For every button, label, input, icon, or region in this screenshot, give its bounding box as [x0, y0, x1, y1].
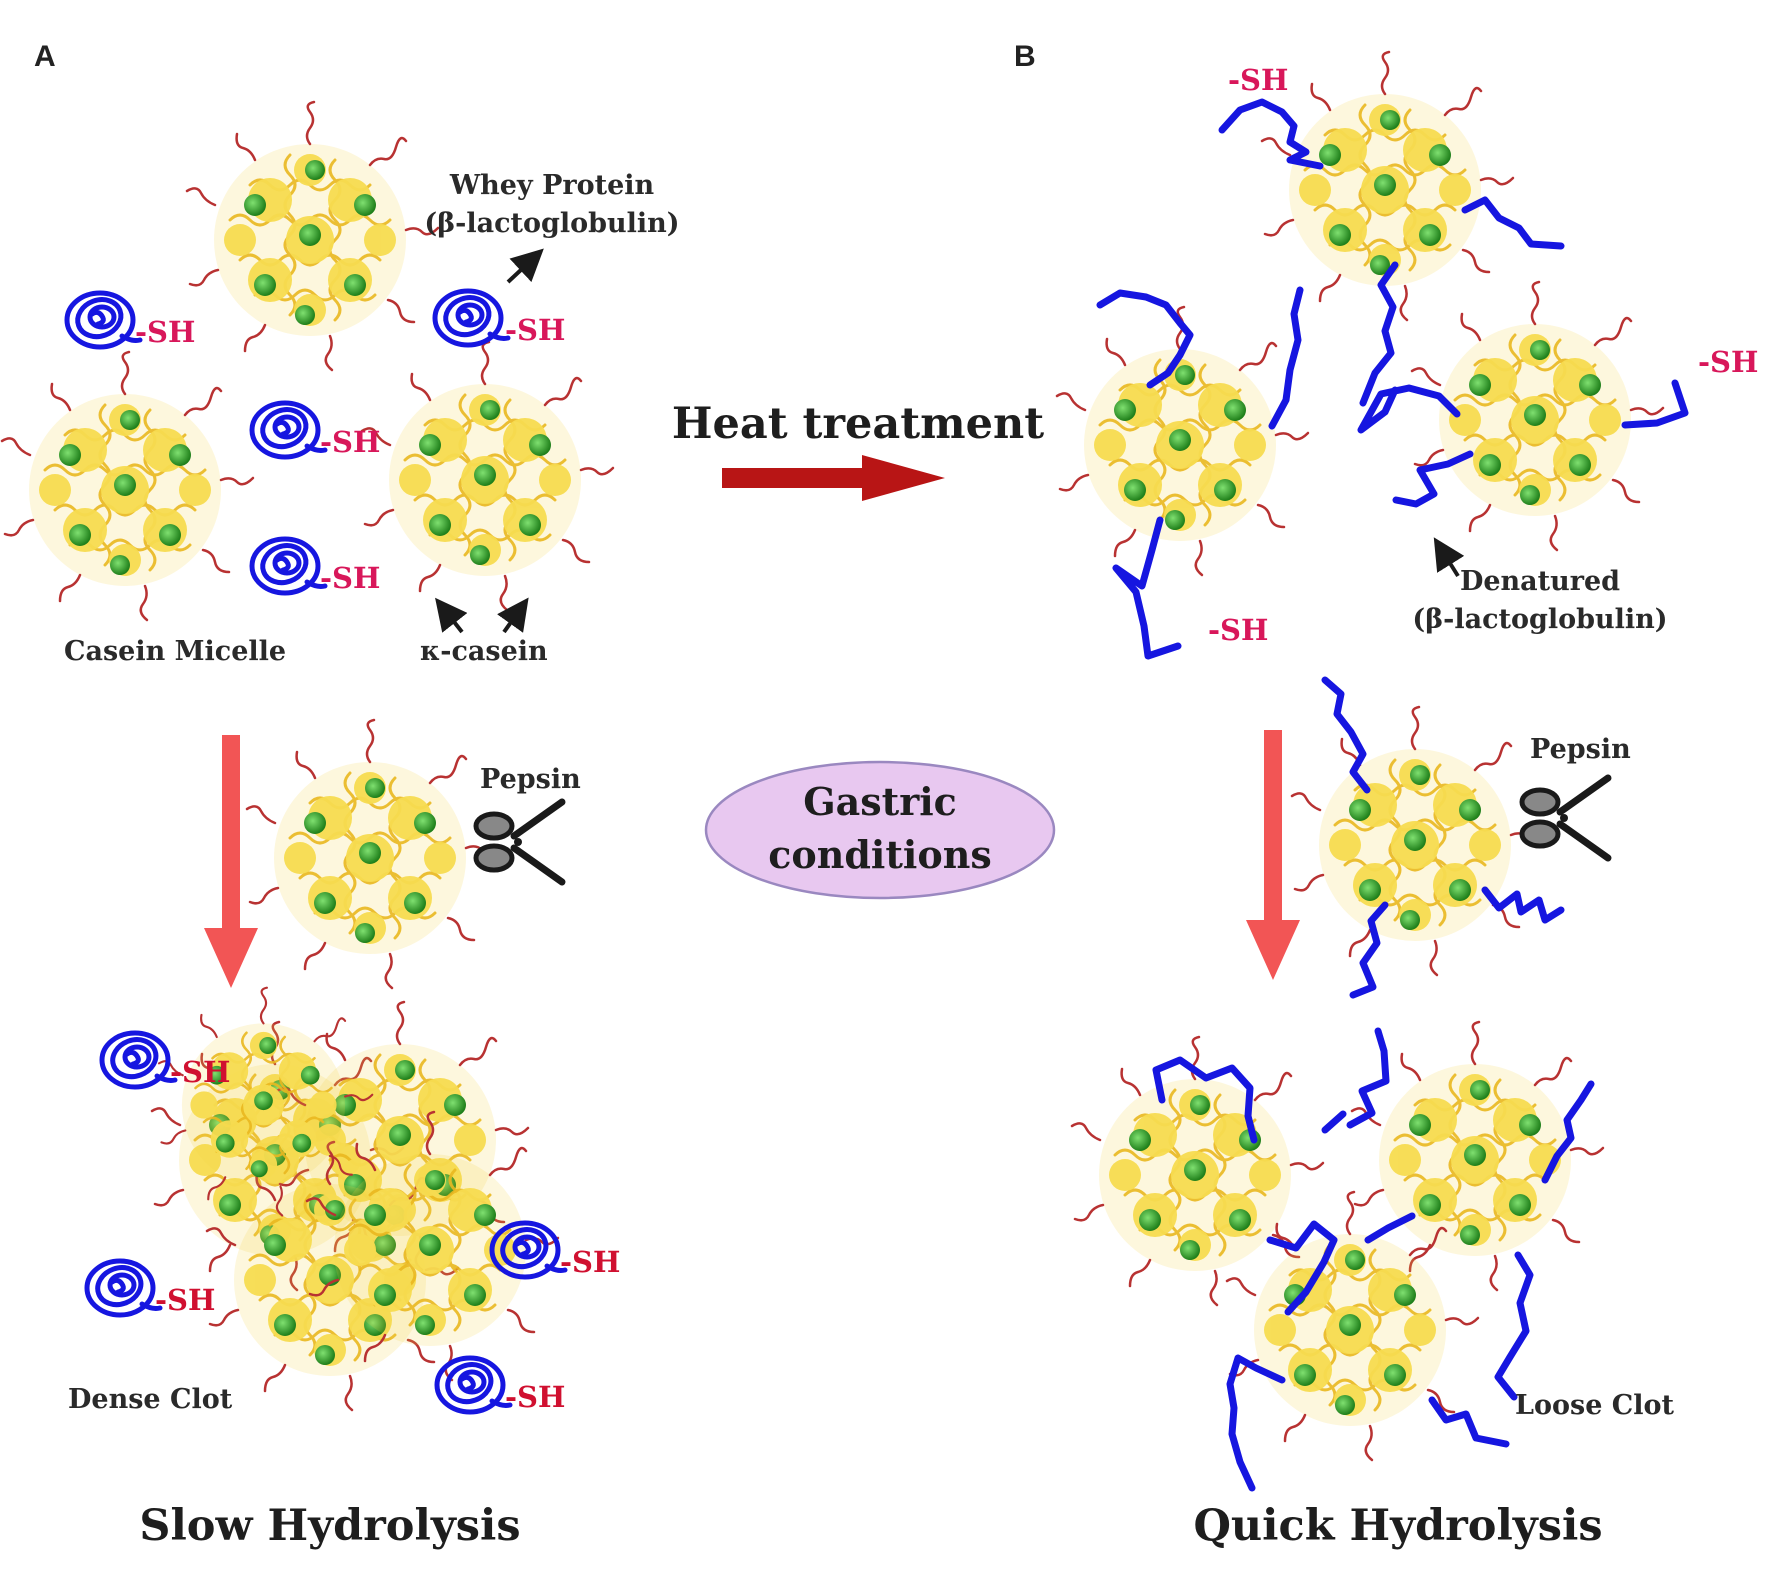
coiled-protein-icon [252, 403, 325, 457]
gastric-arrow-b [1246, 730, 1300, 980]
panel-label-a: A [34, 40, 56, 73]
coiled-protein-icon [67, 293, 140, 347]
heat-treatment-label: Heat treatment [672, 399, 1044, 449]
denatured-strand-icon [1152, 1027, 1595, 1492]
dense-clot-label: Dense Clot [68, 1384, 233, 1415]
coiled-protein-icon [252, 539, 325, 593]
coiled-protein-icon [102, 1033, 175, 1087]
casein-micelle-label: Casein Micelle [64, 636, 286, 667]
pepsin-label: Pepsin [480, 764, 581, 795]
gastric-label-line2: conditions [768, 832, 991, 877]
sh-label: -SH [1208, 613, 1268, 647]
heat-treatment-arrow [722, 455, 945, 501]
sh-label: -SH [505, 313, 565, 347]
sh-label: -SH [560, 1245, 620, 1279]
sh-label: -SH [505, 1380, 565, 1414]
casein-micelle-icon [1410, 280, 1665, 552]
whey-protein-label: Whey Protein [449, 170, 655, 201]
sh-label: -SH [135, 315, 195, 349]
dense-clot [150, 986, 560, 1412]
loose-clot-label: Loose Clot [1515, 1390, 1675, 1421]
casein-micelle-icon [185, 100, 440, 372]
panel-label-b: B [1014, 40, 1036, 73]
denatured-strand-icon [1321, 676, 1565, 999]
denatured-strand-icon [1096, 98, 1689, 660]
sh-label: -SH [1228, 63, 1288, 97]
sh-label: -SH [320, 561, 380, 595]
coiled-protein-icon [87, 1261, 160, 1315]
casein-micelle-icon [1290, 705, 1545, 977]
casein-micelle-icon [360, 340, 615, 612]
sh-label: -SH [1698, 345, 1758, 379]
casein-micelle-icon [245, 718, 500, 990]
pointer-arrow [1433, 537, 1465, 578]
casein-micelle-icon [0, 350, 255, 622]
coiled-protein-icon [435, 291, 508, 345]
pointer-arrow [435, 597, 468, 634]
sh-label: -SH [155, 1283, 215, 1317]
denatured-sublabel: (β-lactoglobulin) [1412, 604, 1667, 635]
gastric-label: Gastric [803, 779, 957, 824]
pointer-arrow [497, 597, 529, 634]
quick-hydrolysis-label: Quick Hydrolysis [1193, 1501, 1602, 1551]
sh-label: -SH [320, 425, 380, 459]
scissors-icon [1522, 778, 1608, 858]
pointer-arrow [506, 248, 544, 284]
scissors-icon [476, 802, 562, 882]
pepsin-label: Pepsin [1530, 734, 1631, 765]
coiled-protein-icon [437, 1358, 510, 1412]
gastric-conditions-ellipse [704, 760, 1056, 900]
kappa-casein-label: κ-casein [420, 636, 548, 667]
denatured-label: Denatured [1460, 566, 1620, 597]
whey-protein-sublabel: (β-lactoglobulin) [424, 208, 679, 239]
coiled-protein-icon [492, 1223, 565, 1277]
sh-label: -SH [170, 1055, 230, 1089]
gastric-arrow-a [204, 735, 258, 988]
slow-hydrolysis-label: Slow Hydrolysis [139, 1501, 520, 1551]
